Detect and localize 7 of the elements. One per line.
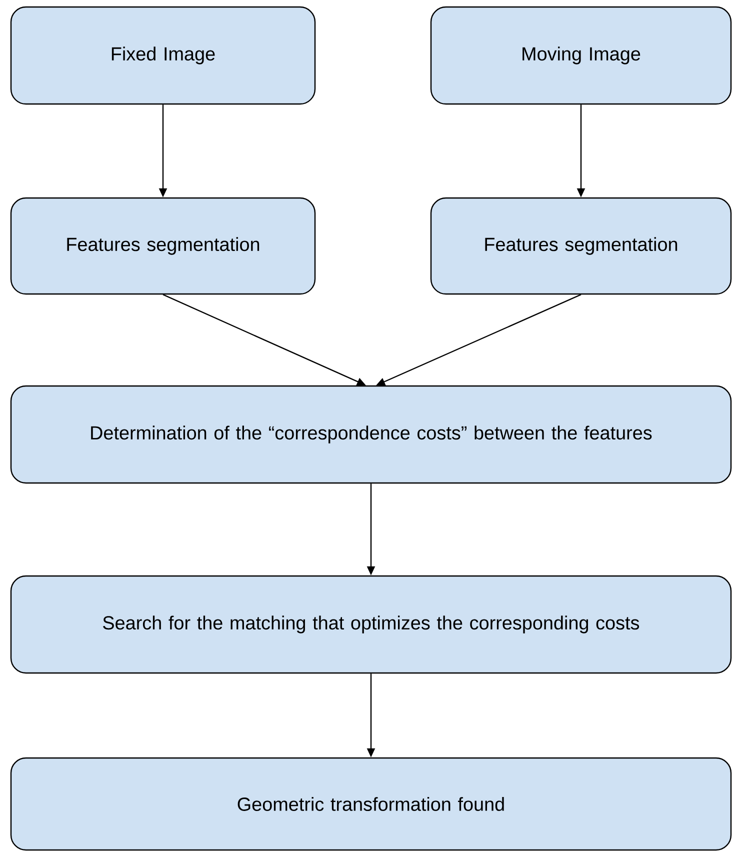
process-box: Moving Image xyxy=(430,6,732,105)
process-box: Geometric transformation found xyxy=(10,757,732,851)
process-box: Determination of the “correspondence costs” between the features xyxy=(10,385,732,484)
process-box: Features segmentation xyxy=(10,197,316,295)
process-box: Fixed Image xyxy=(10,6,316,105)
process-box: Features segmentation xyxy=(430,197,732,295)
process-box: Search for the matching that optimizes the corresponding costs xyxy=(10,575,732,674)
